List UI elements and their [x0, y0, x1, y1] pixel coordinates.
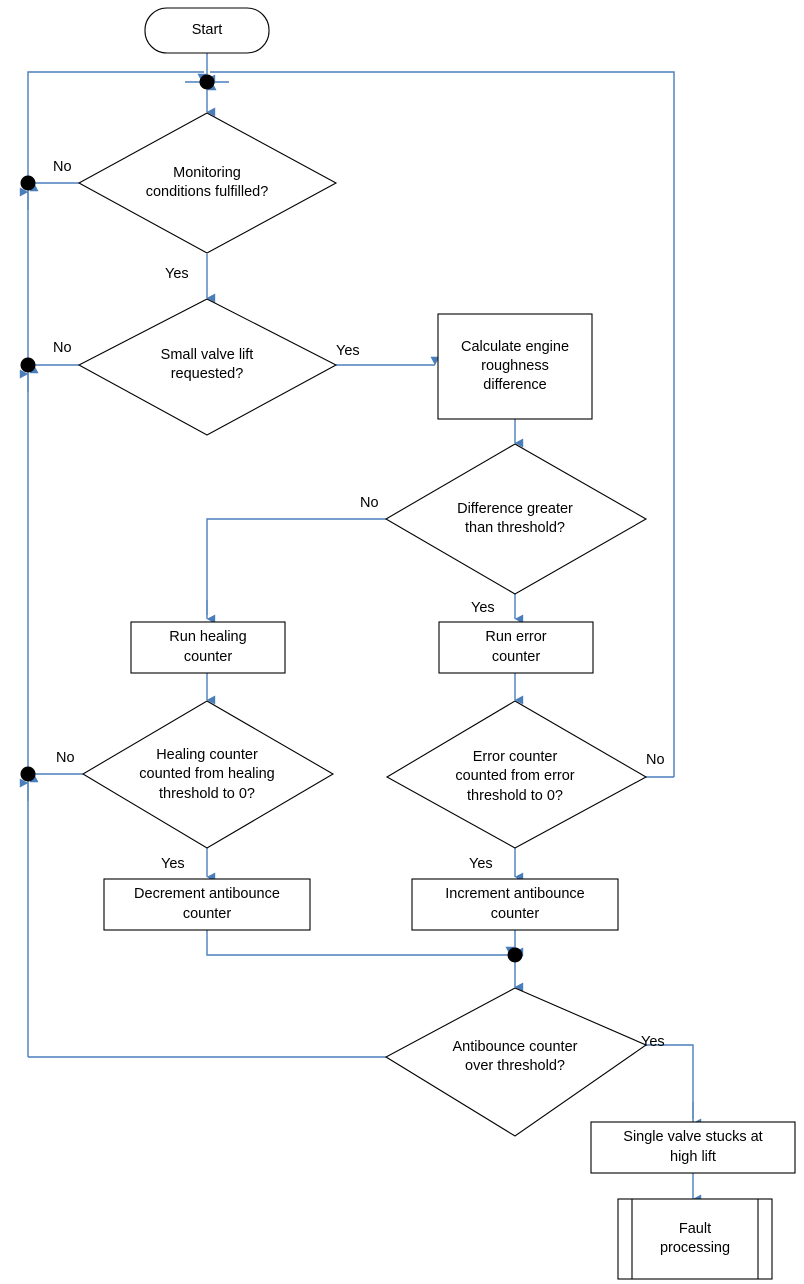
shape-run-error [438, 621, 594, 674]
healing-return-junction-dot [20, 766, 36, 782]
shape-error-decision [385, 700, 648, 849]
shape-calculate [437, 313, 593, 420]
shape-increment [411, 878, 619, 931]
antibounce-merge-junction-dot [507, 947, 523, 963]
edge-label-error-no: No [646, 752, 665, 768]
shape-outlines [77, 7, 796, 1280]
edge-label-small-lift-no: No [53, 340, 72, 356]
edge-label-small-lift-yes: Yes [336, 343, 360, 359]
edge-label-error-yes: Yes [469, 856, 493, 872]
shape-fault-processing [617, 1198, 773, 1280]
small-lift-return-junction-dot [20, 357, 36, 373]
shape-decrement [103, 878, 311, 931]
shape-difference [384, 443, 648, 595]
shape-monitoring [77, 112, 338, 254]
shape-valve-stuck [590, 1121, 796, 1174]
edge-label-healing-no: No [56, 750, 75, 766]
shape-healing-decision [81, 700, 335, 849]
edge-label-healing-yes: Yes [161, 856, 185, 872]
edge-label-antibounce-yes: Yes [641, 1034, 665, 1050]
edge-label-difference-yes: Yes [471, 600, 495, 616]
edge-label-monitoring-no: No [53, 159, 72, 175]
top-merge-junction-dot [199, 74, 215, 90]
junction-dots [20, 74, 523, 963]
shape-run-healing [130, 621, 286, 674]
edge-label-monitoring-yes: Yes [165, 266, 189, 282]
shape-small-lift [77, 298, 338, 436]
edge-label-difference-no: No [360, 495, 379, 511]
shape-start [144, 7, 270, 54]
monitoring-return-junction-dot [20, 175, 36, 191]
shape-antibounce-decision [384, 987, 648, 1137]
